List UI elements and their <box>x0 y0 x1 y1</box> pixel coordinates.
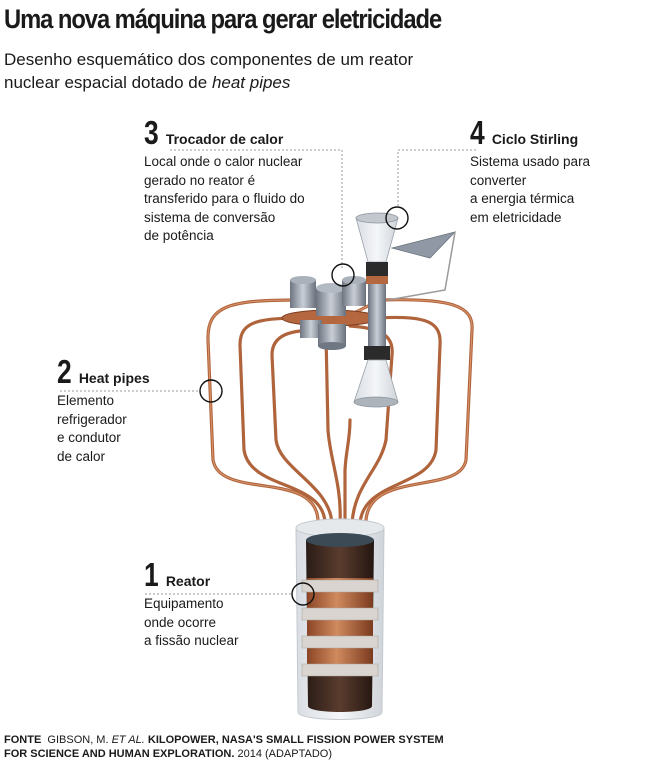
desc-line: Elemento <box>57 393 115 408</box>
source-et-al: ET AL. <box>111 734 145 746</box>
reactor-vessel <box>295 518 385 720</box>
desc-line: sistema de conversão <box>144 209 276 225</box>
desc-line: em eletricidade <box>470 209 562 225</box>
desc-line: a fissão nuclear <box>144 633 239 648</box>
source-authors: GIBSON, M. <box>47 734 112 746</box>
desc-line: Sistema usado para <box>470 154 591 169</box>
source-title-2: FOR SCIENCE AND HUMAN EXPLORATION. <box>4 748 235 760</box>
callout-name: Heat pipes <box>78 370 150 386</box>
callout-number: 4 <box>470 114 485 151</box>
desc-line: de calor <box>57 448 106 464</box>
infographic-title: Uma nova máquina para gerar eletricidade <box>4 4 442 34</box>
callout-name: Trocador de calor <box>165 131 284 147</box>
heat-pipe-marker <box>199 379 223 403</box>
reactor-marker <box>291 582 315 606</box>
desc-line: onde ocorre <box>144 614 217 630</box>
desc-line: converter <box>470 172 527 188</box>
callout-description: Sistema usado para converter a energia t… <box>470 153 590 227</box>
subtitle-line-2-prefix: nuclear espacial dotado de <box>4 73 212 92</box>
heat-exchanger <box>281 276 379 350</box>
callout-name: Ciclo Stirling <box>491 131 579 147</box>
callout-number: 1 <box>144 556 159 593</box>
callout-name: Reator <box>165 573 211 589</box>
callout-stirling-cycle: 4 Ciclo Stirling Sistema usado para conv… <box>470 114 590 227</box>
stirling-marker <box>385 206 409 230</box>
callout-description: Equipamento onde ocorre a fissão nuclear <box>144 595 239 651</box>
infographic-subtitle: Desenho esquemático dos componentes de u… <box>4 48 524 94</box>
desc-line: de potência <box>144 228 214 243</box>
callout-number: 3 <box>144 114 159 151</box>
desc-line: gerado no reator é <box>144 172 256 188</box>
source-credit: FONTE GIBSON, M. ET AL. KILOPOWER, NASA'… <box>4 733 444 761</box>
desc-line: refrigerador <box>57 411 127 427</box>
desc-line: a energia térmica <box>470 191 575 206</box>
callout-number: 2 <box>57 353 72 390</box>
callout-description: Local onde o calor nuclear gerado no rea… <box>144 153 305 246</box>
desc-line: Local onde o calor nuclear <box>144 154 303 169</box>
stirling-converter <box>353 212 457 408</box>
callout-heat-pipes: 2 Heat pipes Elemento refrigerador e con… <box>57 353 150 466</box>
heat-exchanger-marker <box>331 263 355 287</box>
subtitle-line-2-italic: heat pipes <box>211 73 291 92</box>
subtitle-line-1: Desenho esquemático dos componentes de u… <box>4 50 414 69</box>
desc-line: Equipamento <box>144 596 224 611</box>
source-title-1: KILOPOWER, NASA'S SMALL FISSION POWER SY… <box>144 734 444 746</box>
desc-line: transferido para o fluido do <box>144 191 305 206</box>
source-label: FONTE <box>4 734 42 746</box>
desc-line: e condutor <box>57 430 121 445</box>
callout-heat-exchanger: 3 Trocador de calor Local onde o calor n… <box>144 114 305 246</box>
source-year: 2014 (ADAPTADO) <box>234 748 333 760</box>
callout-reactor: 1 Reator Equipamento onde ocorre a fissã… <box>144 556 239 651</box>
callout-description: Elemento refrigerador e condutor de calo… <box>57 392 150 466</box>
